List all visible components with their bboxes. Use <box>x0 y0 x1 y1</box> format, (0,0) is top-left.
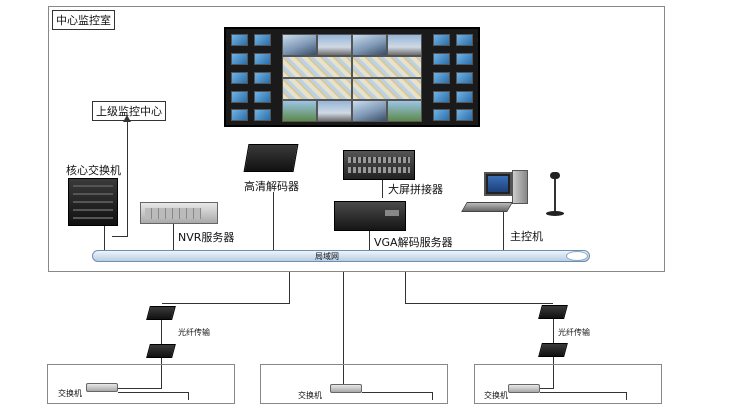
fiber-right-down <box>553 357 554 388</box>
console-monitor <box>484 172 512 196</box>
vga-decoder-device <box>334 201 406 231</box>
wall-tile <box>254 91 271 103</box>
hd-decoder-device <box>243 144 299 172</box>
wall-tile <box>231 34 248 46</box>
nvr-drop <box>173 224 174 250</box>
switch-2-link <box>362 392 432 393</box>
wall-tile <box>456 109 473 121</box>
central-room-title: 中心监控室 <box>52 10 115 30</box>
wall-tile <box>433 34 450 46</box>
lan-label: 局域网 <box>315 252 339 261</box>
nvr-server-device <box>140 202 218 224</box>
wall-tile <box>254 109 271 121</box>
switch-device-2 <box>330 384 362 393</box>
wall-tile <box>456 91 473 103</box>
wall-tile <box>456 72 473 84</box>
fiber-right-link <box>553 319 554 343</box>
wall-tile <box>282 78 352 100</box>
fiber-left-to-switch <box>118 388 162 389</box>
switch-label-2: 交换机 <box>298 391 322 400</box>
fiber-left-down <box>161 358 162 388</box>
upper-center-arrow-shaft <box>127 121 128 236</box>
switch-1-link <box>118 392 188 393</box>
splicer-drop <box>382 180 383 198</box>
console-tower <box>512 170 528 204</box>
wall-tile <box>433 72 450 84</box>
lan-link-right-h <box>405 303 553 304</box>
hd-decoder-label: 高清解码器 <box>244 180 299 193</box>
fiber-right-to-switch <box>540 388 554 389</box>
hd-decoder-drop <box>273 192 274 250</box>
switch-device-3 <box>508 384 540 393</box>
fiber-label-left: 光纤传输 <box>178 328 210 337</box>
screen-splicer-device <box>343 150 415 180</box>
wall-tile <box>387 100 422 122</box>
wall-tile <box>254 72 271 84</box>
wall-tile <box>231 109 248 121</box>
fiber-left-link <box>161 320 162 344</box>
core-switch-device <box>68 178 118 226</box>
lan-link-center <box>343 272 344 392</box>
fiber-transceiver-right-top <box>538 305 568 319</box>
wall-tile <box>433 91 450 103</box>
arrow-up-icon <box>123 115 131 122</box>
switch-label-1: 交换机 <box>58 389 82 398</box>
upper-center-link <box>112 236 128 237</box>
fiber-transceiver-left-top <box>146 306 176 320</box>
lan-bar <box>92 250 590 262</box>
wall-tile <box>317 34 352 56</box>
switch-device-1 <box>86 383 118 392</box>
microphone-head <box>550 172 560 179</box>
main-console-label: 主控机 <box>510 230 543 243</box>
fiber-transceiver-right-bottom <box>538 343 568 357</box>
vga-decoder-label: VGA解码服务器 <box>374 236 453 249</box>
wall-tile <box>282 34 317 56</box>
core-switch-drop <box>104 226 105 250</box>
wall-tile <box>282 56 352 78</box>
vga-drop <box>369 231 370 250</box>
microphone-icon <box>554 176 556 212</box>
lan-link-right <box>405 272 406 304</box>
wall-tile <box>433 109 450 121</box>
wall-tile <box>231 53 248 65</box>
wall-tile <box>282 100 317 122</box>
wall-tile <box>387 34 422 56</box>
switch-3-link-v <box>626 392 627 400</box>
switch-3-link <box>540 392 626 393</box>
upper-center-label: 上级监控中心 <box>92 101 166 121</box>
microphone-base <box>546 211 564 216</box>
screen-splicer-label: 大屏拼接器 <box>388 183 443 196</box>
switch-2-link-v <box>432 392 433 400</box>
console-drop <box>503 212 504 250</box>
fiber-label-right: 光纤传输 <box>558 328 590 337</box>
wall-tile <box>317 100 352 122</box>
wall-tile <box>231 72 248 84</box>
wall-tile <box>254 34 271 46</box>
console-keyboard <box>461 202 513 212</box>
video-wall <box>224 27 480 127</box>
wall-tile <box>231 91 248 103</box>
switch-1-link-v <box>188 392 189 400</box>
wall-tile <box>352 78 422 100</box>
central-room-container <box>48 6 665 272</box>
lan-link-left-h <box>162 303 290 304</box>
wall-tile <box>352 56 422 78</box>
fiber-transceiver-left-bottom <box>146 344 176 358</box>
wall-tile <box>352 100 387 122</box>
wall-tile <box>456 34 473 46</box>
nvr-server-label: NVR服务器 <box>178 231 235 244</box>
wall-tile <box>254 53 271 65</box>
core-switch-label: 核心交换机 <box>66 164 121 177</box>
lan-link-left <box>289 272 290 304</box>
wall-tile <box>352 34 387 56</box>
lan-bar-end <box>566 251 588 261</box>
wall-tile <box>433 53 450 65</box>
switch-label-3: 交换机 <box>484 391 508 400</box>
wall-tile <box>456 53 473 65</box>
